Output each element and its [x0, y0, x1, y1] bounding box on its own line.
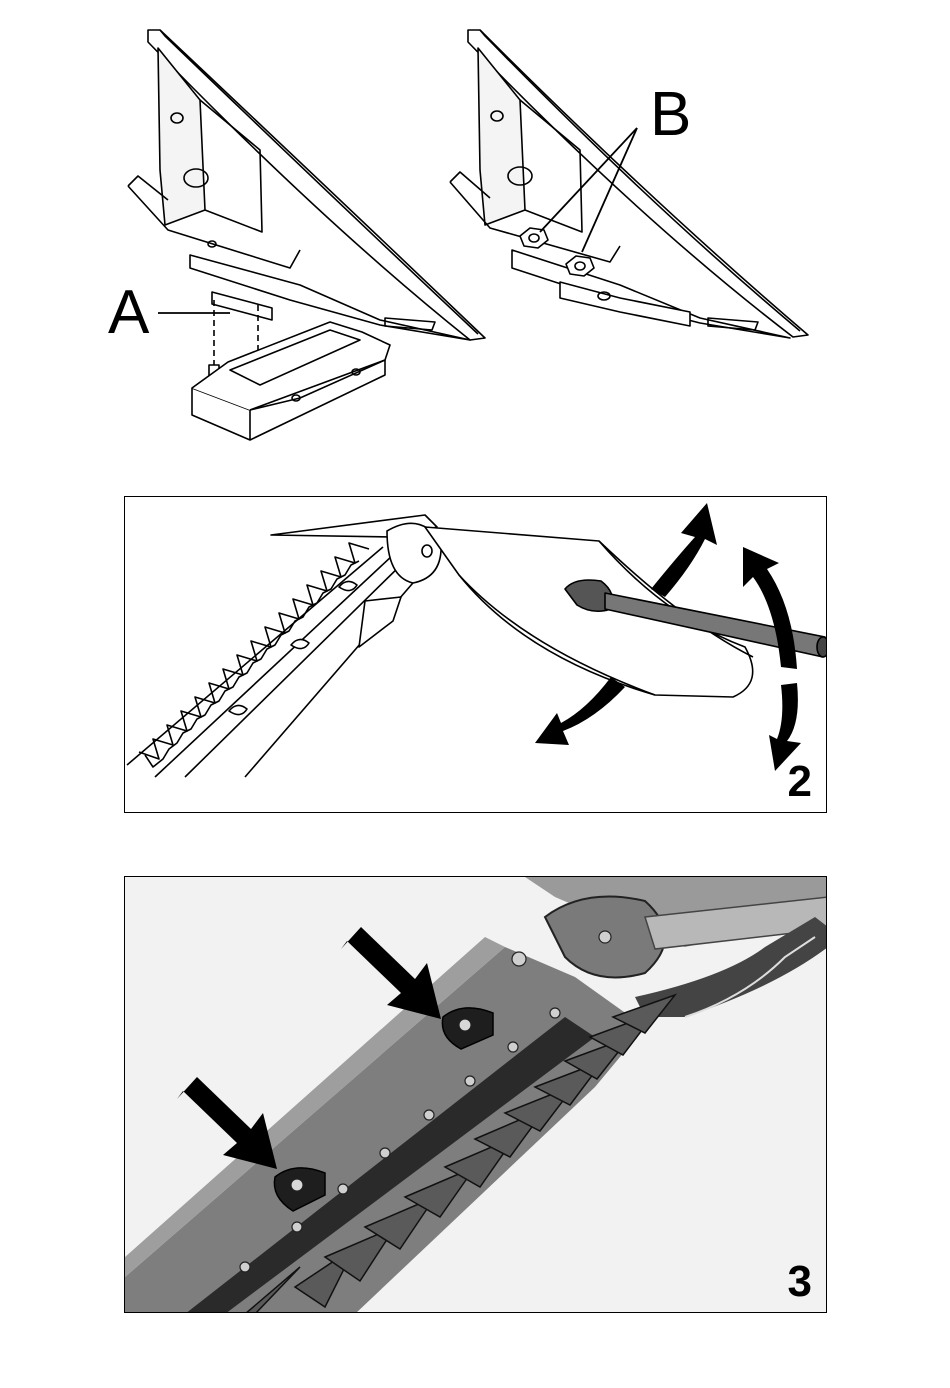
figure-2-drawing [125, 497, 827, 813]
right-divider-assembly [450, 30, 808, 338]
figure-1-drawing [0, 0, 950, 460]
figure-2-panel: 2 [124, 496, 827, 813]
figure-1: A B [0, 0, 950, 460]
nut-b2 [566, 256, 594, 276]
label-b: B [650, 84, 691, 146]
label-a: A [108, 282, 149, 344]
figure-number-3: 3 [788, 1260, 812, 1304]
figure-3-drawing [125, 877, 827, 1313]
figure-3-panel: 3 [124, 876, 827, 1313]
left-divider-assembly [128, 30, 485, 440]
nut-b1 [520, 228, 548, 248]
figure-number-2: 2 [788, 760, 812, 804]
